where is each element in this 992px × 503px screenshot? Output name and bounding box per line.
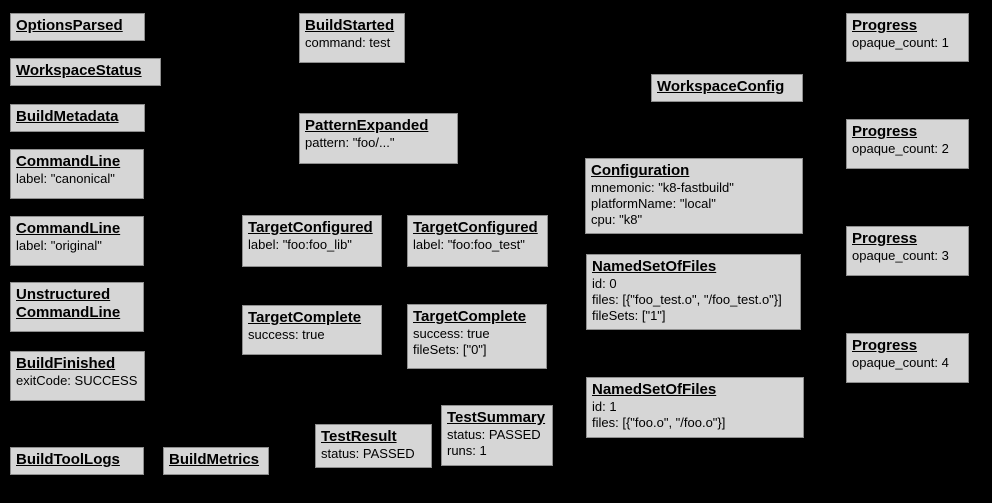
node-progress-1: Progress opaque_count: 1 [846,13,969,62]
node-title: TestResult [321,428,397,445]
node-title: CommandLine [16,304,121,321]
node-build-tool-logs: BuildToolLogs [10,447,144,475]
node-named-set-of-files-1: NamedSetOfFiles id: 1 files: [{"foo.o", … [586,377,804,438]
node-field: cpu: "k8" [591,212,643,227]
node-title: Progress [852,337,918,354]
node-field: label: "foo:foo_test" [413,237,525,252]
node-target-configured-foo-test: TargetConfigured label: "foo:foo_test" [407,215,548,267]
node-field: fileSets: ["0"] [413,342,487,357]
node-field: id: 0 [592,276,617,291]
node-field: files: [{"foo_test.o", "/foo_test.o"}] [592,292,782,307]
node-title: Progress [852,123,918,140]
node-title: TargetConfigured [413,219,538,236]
node-title: TestSummary [447,409,546,426]
node-field: opaque_count: 2 [852,141,949,156]
node-progress-2: Progress opaque_count: 2 [846,119,969,169]
node-field: exitCode: SUCCESS [16,373,138,388]
node-target-complete-foo-lib: TargetComplete success: true [242,305,382,355]
node-field: pattern: "foo/..." [305,135,395,150]
node-field: files: [{"foo.o", "/foo.o"}] [592,415,726,430]
node-target-complete-foo-test: TargetComplete success: true fileSets: [… [407,304,547,369]
node-title: Progress [852,17,918,34]
node-title: BuildMetrics [169,451,260,468]
node-title: CommandLine [16,220,121,237]
node-title: Configuration [591,162,690,179]
node-progress-3: Progress opaque_count: 3 [846,226,969,276]
node-field: opaque_count: 3 [852,248,949,263]
node-field: platformName: "local" [591,196,716,211]
node-configuration: Configuration mnemonic: "k8-fastbuild" p… [585,158,803,234]
node-field: opaque_count: 4 [852,355,949,370]
node-workspace-status: WorkspaceStatus [10,58,161,86]
node-command-line-canonical: CommandLine label: "canonical" [10,149,144,199]
node-title: Unstructured [16,286,111,303]
node-pattern-expanded: PatternExpanded pattern: "foo/..." [299,113,458,164]
node-title: BuildFinished [16,355,116,372]
node-title: NamedSetOfFiles [592,381,717,398]
node-title: CommandLine [16,153,121,170]
node-title: WorkspaceConfig [657,78,785,95]
node-title: BuildToolLogs [16,451,120,468]
node-title: NamedSetOfFiles [592,258,717,275]
node-named-set-of-files-0: NamedSetOfFiles id: 0 files: [{"foo_test… [586,254,801,330]
node-title: BuildMetadata [16,108,119,125]
node-options-parsed: OptionsParsed [10,13,145,41]
node-field: status: PASSED [447,427,541,442]
node-command-line-original: CommandLine label: "original" [10,216,144,266]
node-field: success: true [248,327,325,342]
node-title: WorkspaceStatus [16,62,142,79]
node-field: id: 1 [592,399,617,414]
node-workspace-config: WorkspaceConfig [651,74,803,102]
node-field: command: test [305,35,391,50]
node-title: Progress [852,230,918,247]
node-field: opaque_count: 1 [852,35,949,50]
node-field: fileSets: ["1"] [592,308,666,323]
node-test-summary: TestSummary status: PASSED runs: 1 [441,405,553,466]
node-field: label: "foo:foo_lib" [248,237,352,252]
node-title: TargetConfigured [248,219,373,236]
node-build-metrics: BuildMetrics [163,447,269,475]
node-build-finished: BuildFinished exitCode: SUCCESS [10,351,145,401]
node-title: PatternExpanded [305,117,429,134]
node-field: mnemonic: "k8-fastbuild" [591,180,734,195]
node-title: BuildStarted [305,17,395,34]
node-unstructured-command-line: Unstructured CommandLine [10,282,144,332]
node-field: success: true [413,326,490,341]
node-target-configured-foo-lib: TargetConfigured label: "foo:foo_lib" [242,215,382,267]
node-title: TargetComplete [248,309,362,326]
node-title: OptionsParsed [16,17,123,34]
node-field: status: PASSED [321,446,415,461]
node-build-metadata: BuildMetadata [10,104,145,132]
node-title: TargetComplete [413,308,527,325]
node-field: label: "canonical" [16,171,115,186]
node-progress-4: Progress opaque_count: 4 [846,333,969,383]
node-field: label: "original" [16,238,102,253]
node-test-result: TestResult status: PASSED [315,424,432,468]
node-field: runs: 1 [447,443,487,458]
node-build-started: BuildStarted command: test [299,13,405,63]
